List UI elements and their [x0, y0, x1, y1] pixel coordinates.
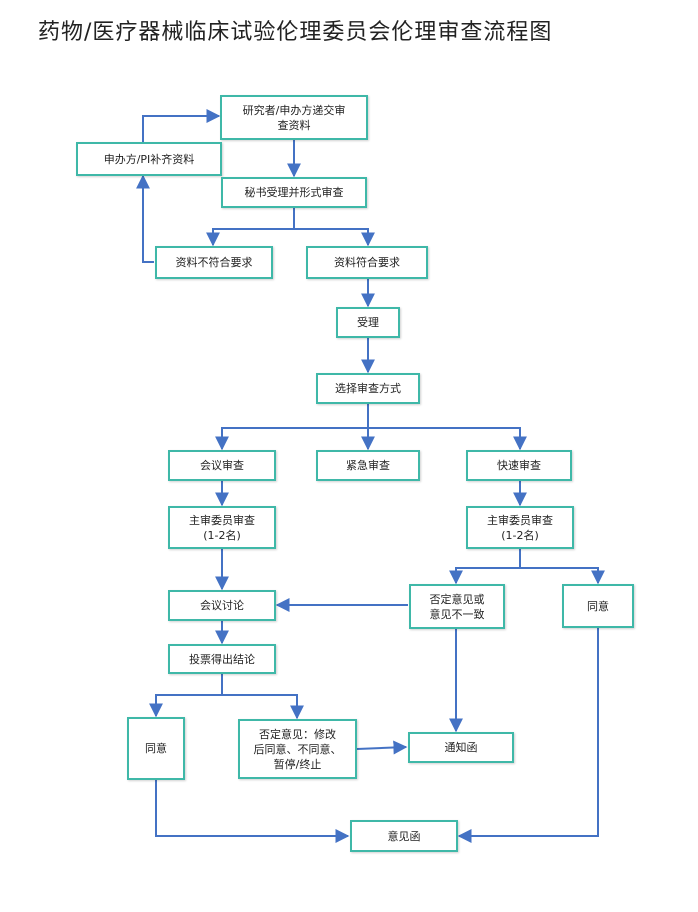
node-materials-ok: 资料符合要求 [306, 246, 428, 279]
node-main-reviewer-left: 主审委员审查 (1-2名) [168, 506, 276, 549]
page-title: 药物/医疗器械临床试验伦理委员会伦理审查流程图 [38, 20, 553, 45]
edge-vote-reject [222, 694, 304, 720]
node-notice-letter: 通知函 [408, 732, 514, 763]
edge-mainright-agree [520, 567, 605, 585]
edge-agreeright-opinion [457, 628, 599, 843]
node-reject-opinion: 否定意见：修改 后同意、不同意、 暂停/终止 [238, 719, 357, 779]
node-submit-materials: 研究者/申办方递交审 查资料 [220, 95, 368, 140]
node-materials-not-ok: 资料不符合要求 [155, 246, 273, 279]
edge-reject-notice [356, 740, 408, 755]
node-supplement-materials: 申办方/PI补齐资料 [76, 142, 222, 176]
edge-supplement-submit [142, 109, 221, 142]
node-emergency-review: 紧急审查 [316, 450, 420, 481]
edge-mainright-split [449, 549, 521, 585]
edge-secretary-ok [294, 228, 375, 247]
edge-agreeleft-opinion [155, 780, 350, 843]
node-fast-review: 快速审查 [466, 450, 572, 481]
node-opinion-letter: 意见函 [350, 820, 458, 852]
edge-choose-fast [368, 427, 527, 451]
edge-vote-split [149, 674, 223, 718]
edge-notok-supplement [136, 174, 154, 263]
node-vote-conclusion: 投票得出结论 [168, 644, 276, 674]
node-agree-left: 同意 [127, 717, 185, 780]
edge-secretary-split [206, 208, 295, 247]
node-agree-right: 同意 [562, 584, 634, 628]
node-choose-method: 选择审查方式 [316, 373, 420, 404]
edge-choose-split [215, 404, 369, 451]
node-meeting-discussion: 会议讨论 [168, 590, 276, 621]
node-secretary-review: 秘书受理并形式审查 [221, 177, 367, 208]
node-meeting-review: 会议审查 [168, 450, 276, 481]
node-accept: 受理 [336, 307, 400, 338]
node-main-reviewer-right: 主审委员审查 (1-2名) [466, 506, 574, 549]
node-negative-opinion: 否定意见或 意见不一致 [409, 584, 505, 629]
